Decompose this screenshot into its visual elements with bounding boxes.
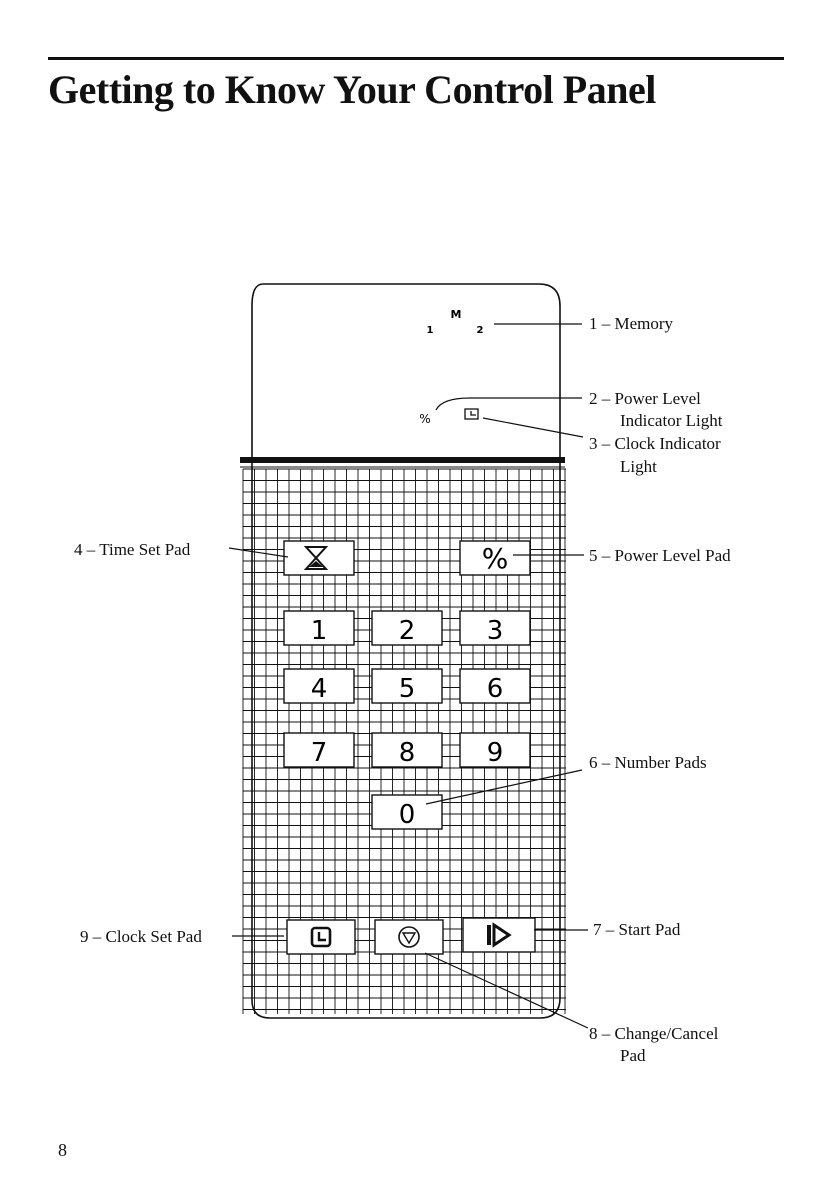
number-pad-5[interactable]: 5 <box>372 669 442 704</box>
callout-clock-set-pad: 9 – Clock Set Pad <box>80 926 202 948</box>
number-pad-label: 0 <box>399 800 416 830</box>
number-pad-label: 9 <box>487 738 504 768</box>
clock-indicator-icon <box>465 409 478 419</box>
panel-outline <box>252 284 560 1018</box>
callout-power-level-pad: 5 – Power Level Pad <box>589 545 731 567</box>
number-pad-2[interactable]: 2 <box>372 611 442 646</box>
callout-clock-indicator: 3 – Clock Indicator <box>589 433 721 455</box>
callout-start-pad: 7 – Start Pad <box>593 919 680 941</box>
number-pad-label: 1 <box>311 616 328 646</box>
callout-power-level-indicator-line2: Indicator Light <box>620 410 722 432</box>
number-pad-1[interactable]: 1 <box>284 611 354 646</box>
power-level-indicator: % <box>419 412 430 426</box>
number-pad-9[interactable]: 9 <box>460 733 530 768</box>
callout-time-set-pad: 4 – Time Set Pad <box>74 539 190 561</box>
number-pad-label: 7 <box>311 738 328 768</box>
callout-change-cancel-pad: 8 – Change/Cancel <box>589 1023 718 1045</box>
memory-2-label: 2 <box>477 325 484 336</box>
number-pad-label: 6 <box>487 674 504 704</box>
keypad-pads: 1 2 3 4 5 6 7 8 9 0% <box>284 541 535 954</box>
callout-clock-indicator-line2: Light <box>620 456 657 478</box>
number-pad-0[interactable]: 0 <box>372 795 442 830</box>
number-pad-label: 2 <box>399 616 416 646</box>
clock-set-pad[interactable] <box>287 920 355 954</box>
power-level-pad[interactable]: % <box>460 541 530 575</box>
memory-1-label: 1 <box>427 325 434 336</box>
number-pad-8[interactable]: 8 <box>372 733 442 768</box>
number-pad-4[interactable]: 4 <box>284 669 354 704</box>
number-pad-3[interactable]: 3 <box>460 611 530 646</box>
callout-memory: 1 – Memory <box>589 313 673 335</box>
callout-number-pads: 6 – Number Pads <box>589 752 707 774</box>
time-set-pad[interactable] <box>284 541 354 575</box>
callout-power-level-indicator: 2 – Power Level <box>589 388 701 410</box>
display-separator <box>240 457 565 463</box>
number-pad-6[interactable]: 6 <box>460 669 530 704</box>
number-pad-label: 5 <box>399 674 416 704</box>
start-pad[interactable] <box>463 918 535 952</box>
number-pad-label: 4 <box>311 674 328 704</box>
number-pad-label: 8 <box>399 738 416 768</box>
change-cancel-pad[interactable] <box>375 920 443 954</box>
page-number: 8 <box>58 1140 67 1161</box>
callout-change-cancel-pad-line2: Pad <box>620 1045 646 1067</box>
number-pad-label: 3 <box>487 616 504 646</box>
power-level-symbol: % <box>482 542 509 575</box>
number-pad-7[interactable]: 7 <box>284 733 354 768</box>
memory-m-label: M <box>451 308 462 321</box>
